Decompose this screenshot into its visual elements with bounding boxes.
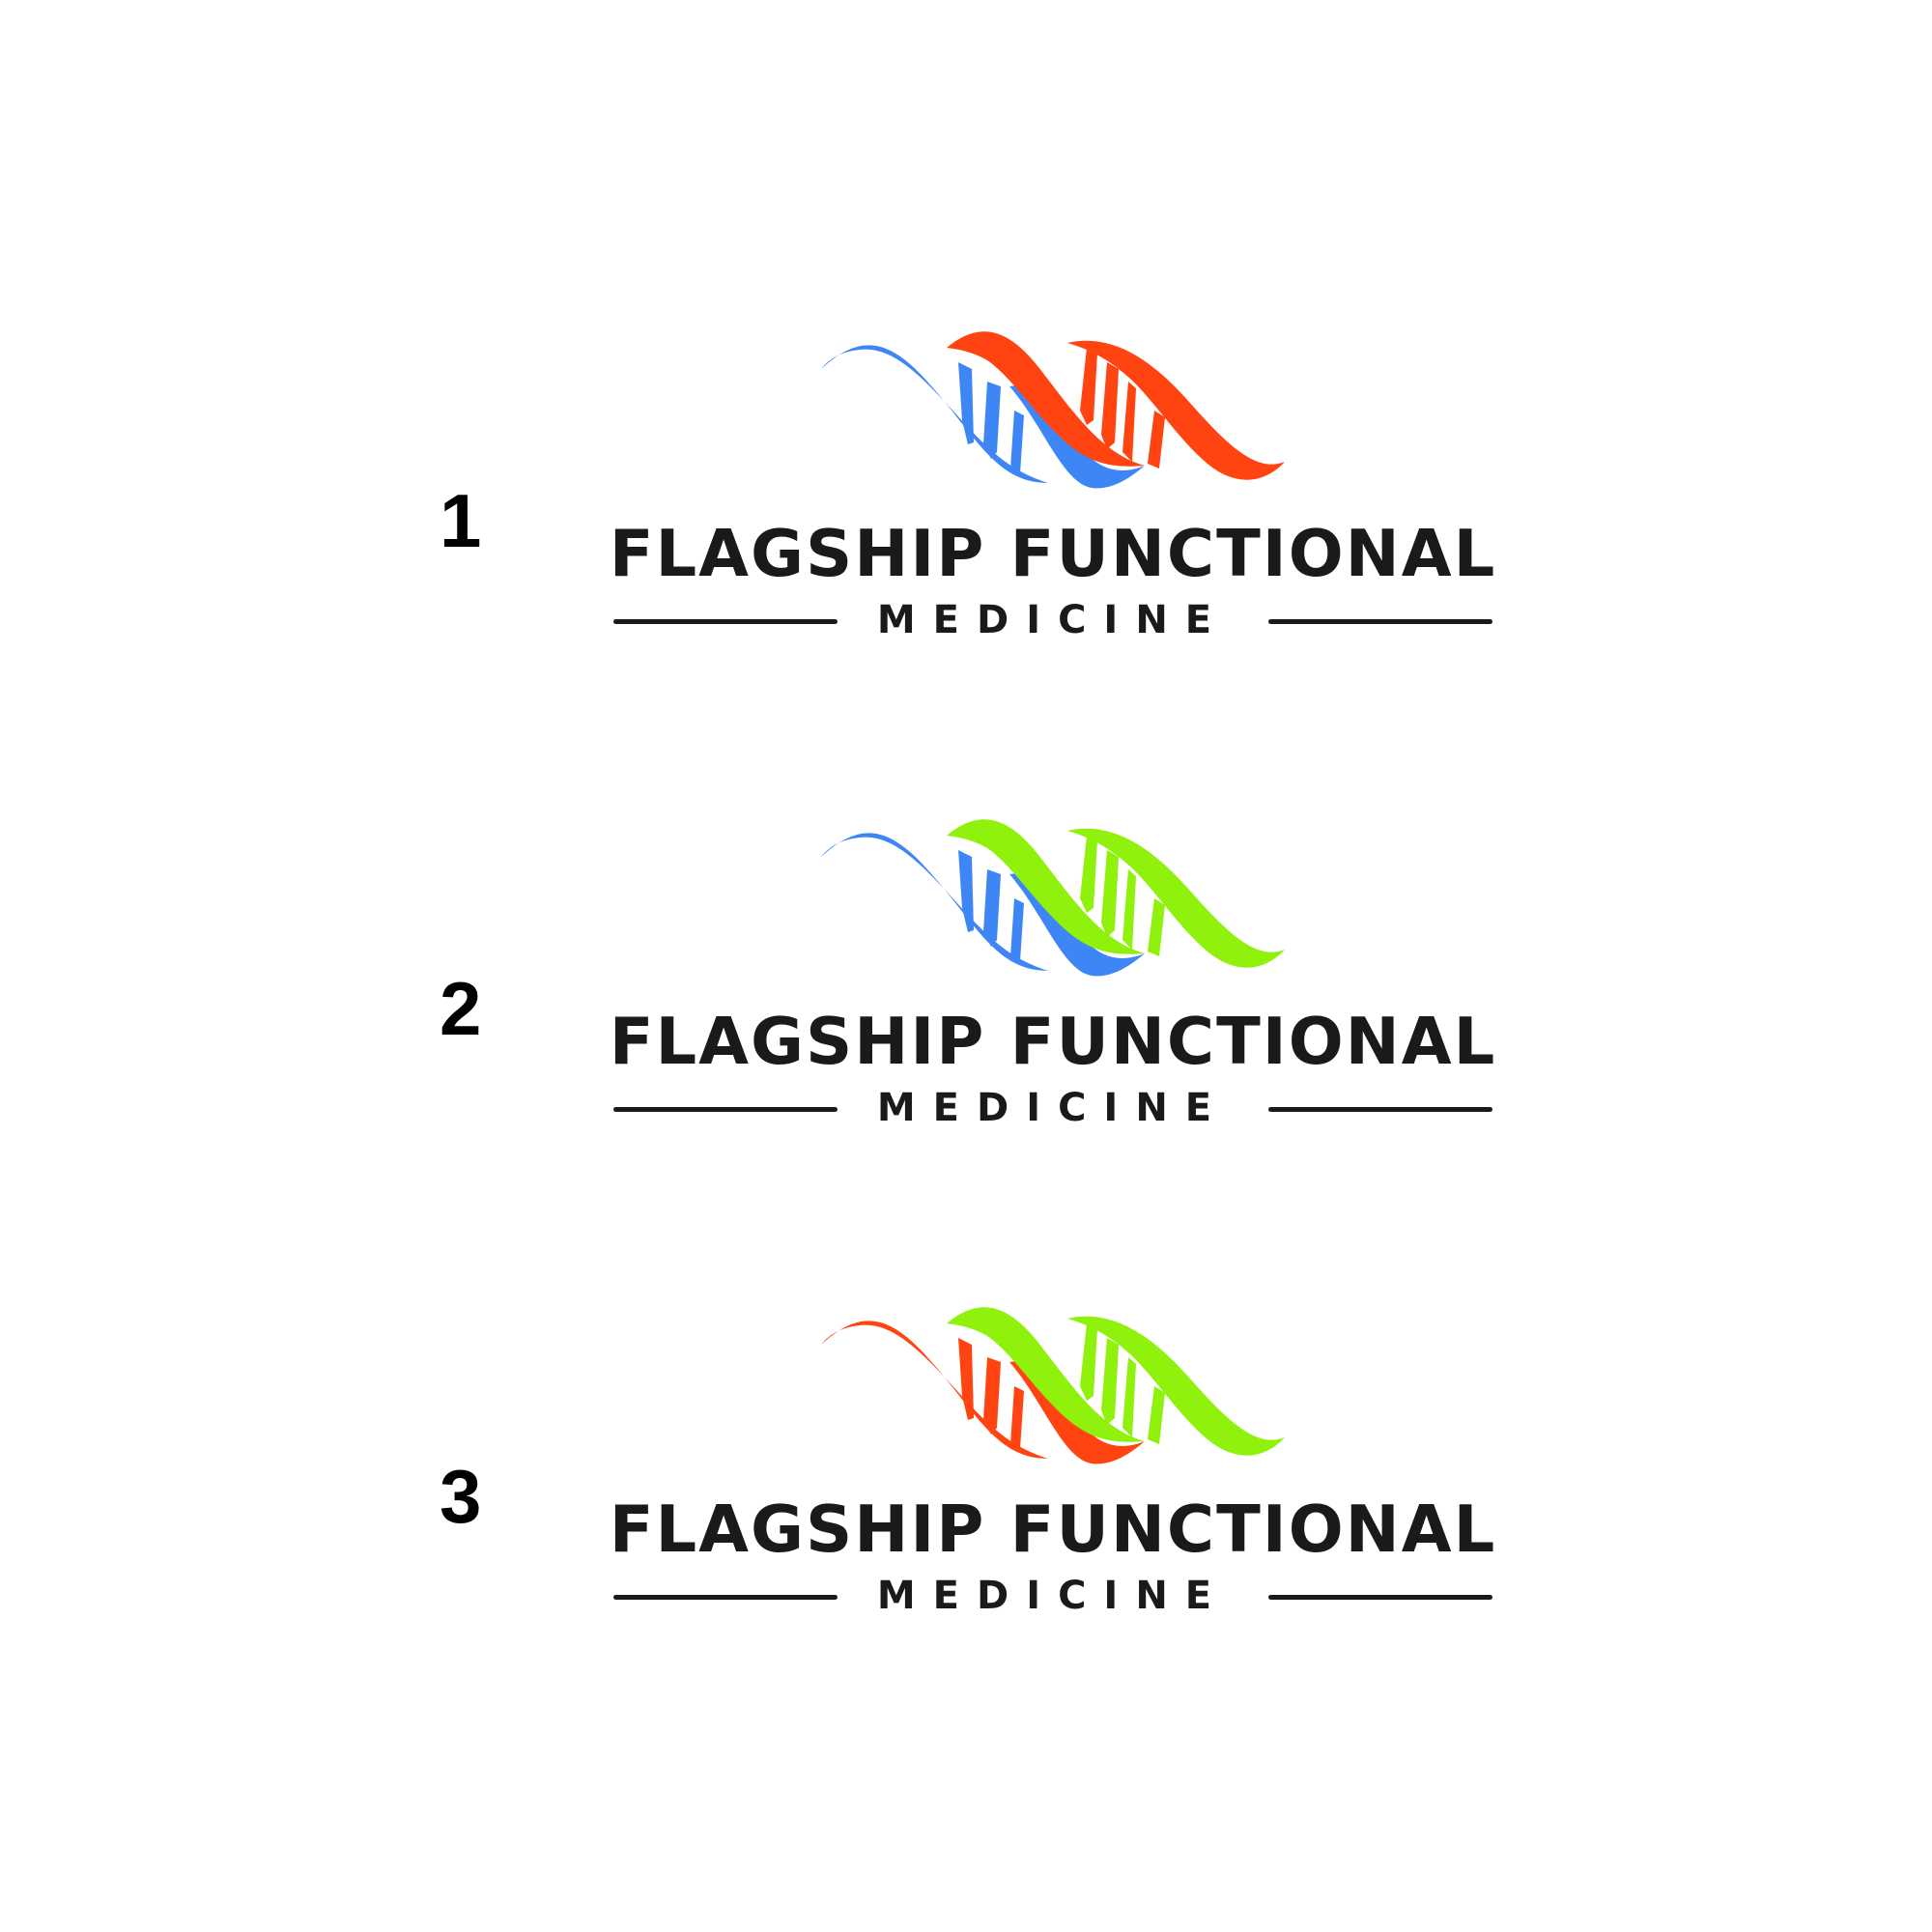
company-name: FLAGSHIP FUNCTIONAL [609,1004,1497,1079]
dna-helix-icon [821,331,1285,489]
tagline: MEDICINE [876,1574,1230,1618]
dna-helix-icon [821,819,1285,977]
tagline-row: MEDICINE [613,1577,1492,1615]
tagline-row: MEDICINE [613,601,1492,639]
tagline-row: MEDICINE [613,1089,1492,1127]
divider-left [613,1595,838,1600]
wordmark: FLAGSHIP FUNCTIONAL MEDICINE [609,1004,1497,1128]
dna-helix-icon [821,1307,1285,1464]
variant-number: 1 [440,478,482,563]
company-name: FLAGSHIP FUNCTIONAL [609,1492,1497,1567]
strand-right [947,331,1285,480]
company-name: FLAGSHIP FUNCTIONAL [609,516,1497,591]
strand-right [947,819,1285,968]
tagline: MEDICINE [876,1086,1230,1130]
logo-variant-3: 3 FLAGSHIP FUNCTIONAL MEDICI [0,1304,1932,1616]
tagline: MEDICINE [876,598,1230,642]
logo-variant-2: 2 FLAGSHIP FUNCTIONAL MEDICI [0,816,1932,1128]
divider-left [613,619,838,624]
divider-right [1268,619,1492,624]
variant-number: 3 [440,1454,482,1539]
divider-right [1268,1595,1492,1600]
wordmark: FLAGSHIP FUNCTIONAL MEDICINE [609,516,1497,640]
divider-left [613,1107,838,1112]
strand-right [947,1307,1285,1456]
logo-variant-1: 1 FLAGSHIP FUNCTIONAL MEDICI [0,328,1932,640]
wordmark: FLAGSHIP FUNCTIONAL MEDICINE [609,1492,1497,1616]
variant-number: 2 [440,966,482,1051]
divider-right [1268,1107,1492,1112]
